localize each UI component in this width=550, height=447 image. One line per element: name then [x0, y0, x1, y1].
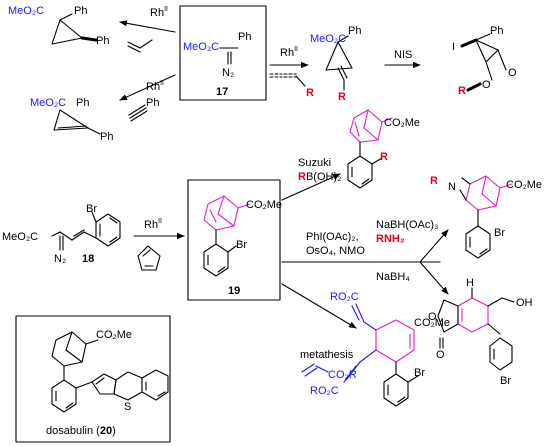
- amine-br: Br: [494, 227, 505, 239]
- core-19: [203, 195, 251, 277]
- styrene: [127, 39, 153, 53]
- label-18: 18: [82, 253, 94, 265]
- meta-ester: CO₂Me: [414, 317, 450, 329]
- diazo-17-bonds: [219, 47, 239, 65]
- dosabulin-structure: [51, 331, 169, 413]
- nis-label: NIS: [394, 49, 412, 61]
- suzuki-reagent: RB(OH)₂: [298, 171, 341, 183]
- cond-nabh-oac: NaBH(OAc)₃: [376, 219, 439, 231]
- cat-rh-topleft: RhII: [150, 6, 168, 19]
- topleft-ph1: Ph: [74, 5, 87, 17]
- arrow-suzuki: [281, 173, 341, 201]
- lac2-o2: O: [436, 349, 445, 361]
- label-17: 17: [216, 86, 228, 98]
- midleft-ester: MeO₂C: [30, 97, 66, 109]
- cyclopropane-topleft: [51, 13, 98, 45]
- midleft-ph2: Ph: [100, 131, 113, 143]
- suzuki-label: Suzuki: [298, 157, 331, 169]
- suzuki-prod-ester: CO₂Me: [384, 117, 420, 129]
- arrow-to-topleft: [119, 20, 176, 33]
- lac2-h: H: [466, 277, 474, 289]
- start-n2: N₂: [54, 253, 66, 265]
- suzuki-prod-r: R: [380, 151, 388, 163]
- meta-top-ester: RO₂C: [330, 291, 359, 303]
- cat-rh-topright: RhII: [280, 46, 298, 59]
- alkylidenecyclopropane: [325, 35, 353, 91]
- lac2-o1: O: [428, 311, 437, 323]
- lactone-o2: O: [508, 67, 517, 79]
- cyclopentadiene: [137, 245, 161, 271]
- center-n2: N₂: [222, 67, 234, 79]
- core-br: Br: [236, 239, 247, 251]
- acrylate-label: CO₂R: [328, 369, 357, 381]
- box-dosabulin: [15, 315, 171, 443]
- acrylate-bonds: [301, 363, 329, 377]
- cond-rnh2: RNH₂: [376, 233, 405, 245]
- fused-lactone-product: [437, 287, 515, 371]
- azabicycle-product: [459, 175, 513, 259]
- topleft-ester: MeO₂C: [8, 5, 44, 17]
- lactone-ph: Ph: [490, 25, 503, 37]
- cat-rh-midleft: RhII: [146, 80, 164, 93]
- lactone-o1: O: [482, 79, 491, 91]
- arrow-to-midleft: [119, 74, 176, 101]
- diazoester-18: [51, 211, 121, 251]
- dosabulin-s: S: [124, 401, 131, 413]
- allene-r: R: [306, 87, 314, 99]
- dosabulin-ester: CO₂Me: [96, 329, 132, 341]
- cond-phi: PhI(OAc)₂,: [306, 231, 359, 243]
- lac2-oh: OH: [516, 297, 533, 309]
- midleft-ph1: Ph: [76, 97, 89, 109]
- label-19: 19: [228, 285, 240, 297]
- arrow-to-lactone2: [419, 261, 449, 295]
- box-19: [187, 179, 281, 301]
- meta-bottom-ester: RO₂C: [310, 385, 339, 397]
- allene: [269, 73, 306, 87]
- center-ester: MeO₂C: [183, 41, 219, 53]
- start-ester: MeO₂C: [2, 231, 38, 243]
- metathesis-label: metathesis: [300, 349, 354, 361]
- arrow-to-amine: [419, 229, 449, 263]
- amine-r: R: [430, 175, 438, 187]
- cat-rh-main: RhII: [144, 218, 162, 231]
- cond-oso4: OsO₄, NMO: [306, 245, 365, 257]
- meta-br: Br: [414, 367, 425, 379]
- dosabulin-name: dosabulin (20): [46, 425, 116, 437]
- prod-ph: Ph: [348, 25, 361, 37]
- amine-ester: CO₂Me: [506, 179, 542, 191]
- metathesis-product: [343, 303, 419, 407]
- lactone-r: R: [458, 85, 466, 97]
- amine-n: N: [448, 181, 456, 193]
- lac2-br: Br: [500, 375, 511, 387]
- alkyne: [128, 104, 148, 122]
- box-17: [179, 5, 267, 101]
- cyclopropene-midleft: [53, 109, 101, 135]
- suzuki-product: [347, 109, 393, 189]
- prod-r: R: [338, 91, 346, 103]
- center-ph: Ph: [238, 31, 251, 43]
- bicyclic-lactone: [460, 33, 507, 92]
- core-ester: CO₂Me: [246, 199, 282, 211]
- arrow-metathesis: [281, 283, 357, 329]
- prod-ester: MeO₂C: [310, 33, 346, 45]
- start-br: Br: [86, 203, 97, 215]
- lactone-i: I: [452, 41, 455, 53]
- topleft-ph2: Ph: [96, 35, 109, 47]
- alkyne-ph: Ph: [146, 97, 159, 109]
- cond-nabh4: NaBH₄: [376, 271, 410, 283]
